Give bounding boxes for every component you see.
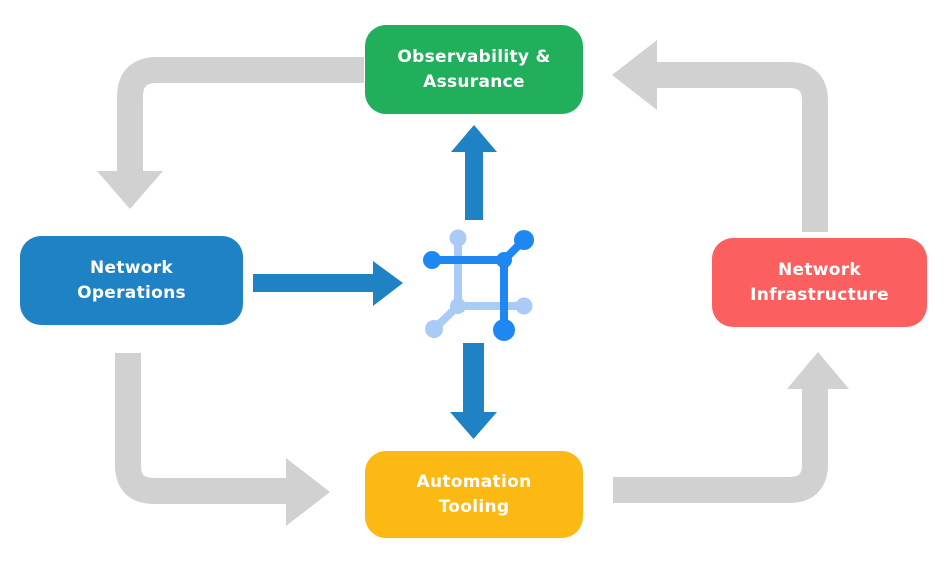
- node-network-operations[interactable]: Network Operations: [20, 236, 243, 325]
- automation-tooling-label: Automation Tooling: [416, 471, 532, 517]
- blue-arrow-platform-to-automation: [450, 343, 497, 439]
- network-icon-dark-strokes: [423, 230, 534, 341]
- gray-arrow-operations-to-automation: [115, 353, 330, 526]
- gray-arrow-infrastructure-to-observability: [612, 40, 828, 232]
- gray-arrow-automation-to-infrastructure: [613, 352, 849, 503]
- blue-arrow-platform-to-observability: [451, 125, 497, 220]
- network-infrastructure-label: Network Infrastructure: [750, 259, 889, 305]
- network-platform-icon: [423, 229, 534, 341]
- node-network-infrastructure[interactable]: Network Infrastructure: [712, 238, 927, 327]
- node-automation-tooling[interactable]: Automation Tooling: [365, 451, 583, 538]
- node-observability-assurance[interactable]: Observability & Assurance: [365, 25, 583, 114]
- network-operations-label: Network Operations: [77, 257, 186, 303]
- blue-arrow-operations-to-platform: [253, 261, 403, 306]
- observability-assurance-label: Observability & Assurance: [397, 46, 551, 92]
- gray-arrow-observability-to-operations: [97, 57, 364, 209]
